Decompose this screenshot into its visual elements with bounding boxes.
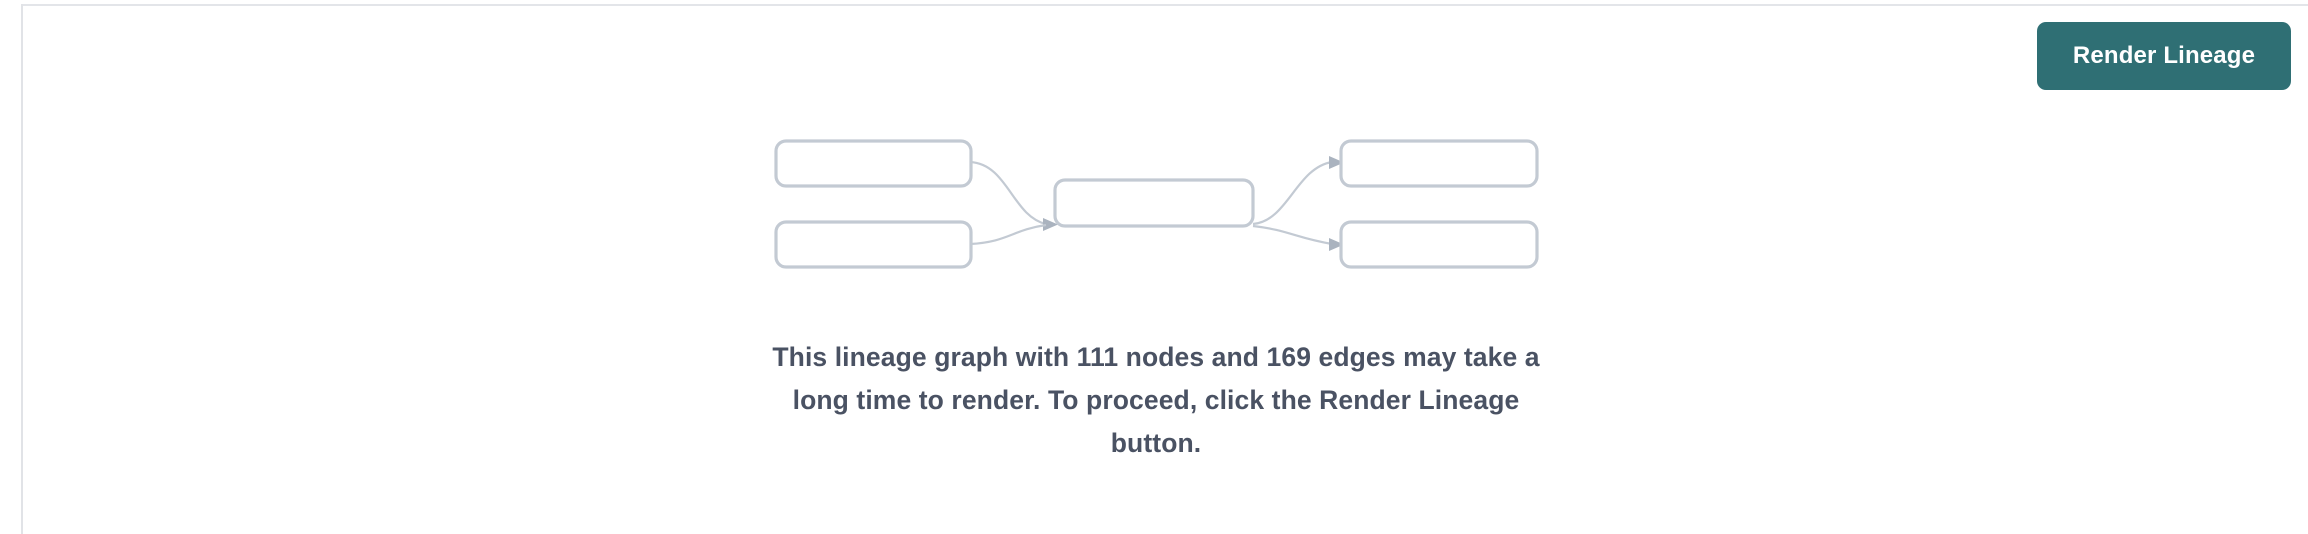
edge-focus-to-downstream-2 [1252, 224, 1333, 246]
graph-node-upstream-1 [774, 139, 973, 188]
graph-node-focus [1053, 178, 1255, 228]
render-lineage-button[interactable]: Render Lineage [2037, 22, 2291, 90]
lineage-warning-message: This lineage graph with 111 nodes and 16… [772, 342, 1540, 458]
panel-top-divider [22, 4, 2308, 6]
edge-upstream-1-to-focus [969, 160, 1047, 226]
edge-arrowhead-icon [1329, 156, 1344, 169]
panel-left-divider [21, 4, 23, 534]
graph-node-upstream-2 [774, 220, 973, 269]
graph-node-downstream-2 [1339, 220, 1539, 269]
edge-arrowhead-icon [1043, 218, 1058, 231]
edge-arrowhead-icon [1329, 238, 1344, 251]
graph-node-downstream-1 [1339, 139, 1539, 188]
lineage-graph-placeholder [740, 120, 1570, 290]
edge-focus-to-downstream-1 [1252, 160, 1333, 226]
edge-upstream-2-to-focus [969, 223, 1047, 246]
